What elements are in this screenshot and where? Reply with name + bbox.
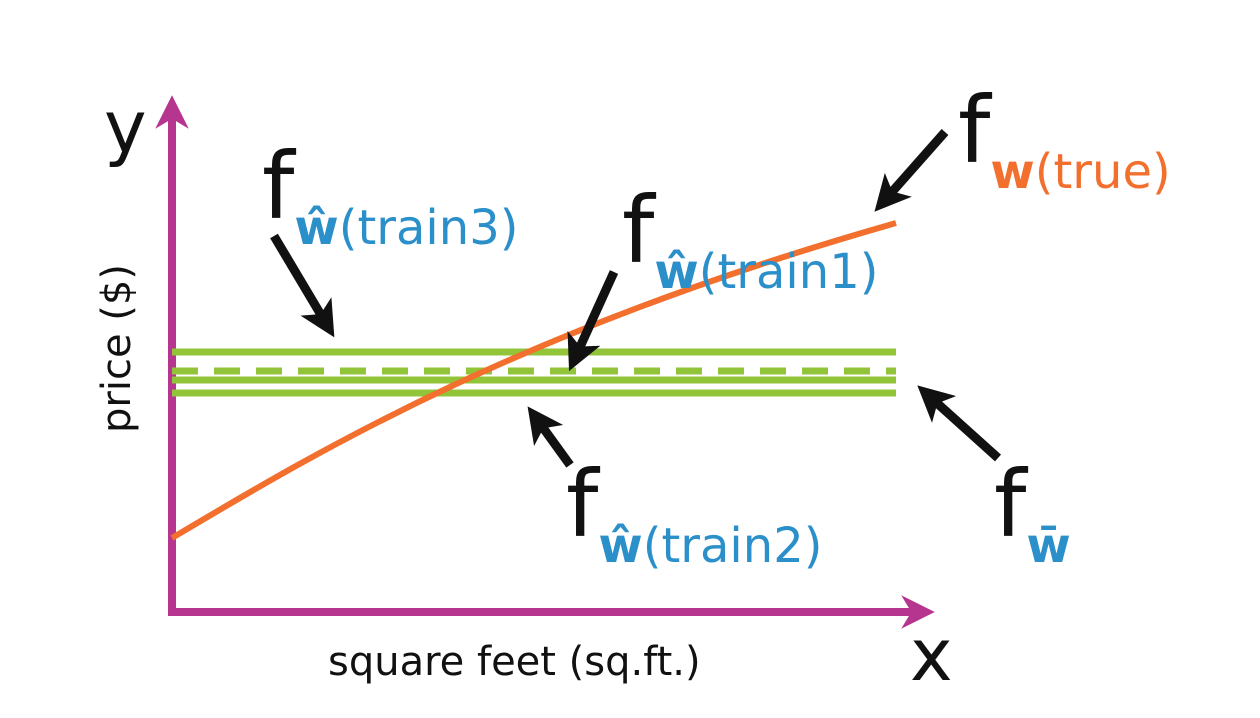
f-symbol: f [262, 133, 297, 240]
avg-w-symbol: w̄ [1026, 518, 1070, 574]
f-symbol: f [622, 177, 657, 284]
label-f-train3: fŵ(train3) [262, 133, 518, 256]
train3-tag: (train3) [339, 200, 519, 256]
x-axis-letter: x [910, 613, 953, 697]
f-symbol: f [566, 451, 601, 558]
train-w-symbol: ŵ [654, 244, 698, 300]
label-f-train2: fŵ(train2) [566, 451, 822, 574]
y-axis-letter: y [104, 85, 147, 169]
train-w-symbol: ŵ [294, 200, 338, 256]
arrow-to-train2 [527, 406, 574, 468]
train2-tag: (train2) [643, 518, 823, 574]
arrow-to-train3 [270, 233, 335, 338]
true-w-symbol: w [990, 144, 1034, 200]
train-w-symbol: ŵ [598, 518, 642, 574]
label-f-train1: fŵ(train1) [622, 177, 878, 300]
label-f-true: fw(true) [958, 77, 1171, 200]
f-symbol: f [958, 77, 993, 184]
true-tag: (true) [1035, 144, 1171, 200]
true-function-curve [170, 220, 897, 541]
arrow-to-average [917, 385, 1002, 462]
train1-tag: (train1) [699, 244, 879, 300]
x-axis-title: square feet (sq.ft.) [328, 639, 701, 685]
label-f-average: fw̄ [994, 451, 1071, 574]
y-axis-title: price ($) [94, 264, 140, 433]
f-symbol: f [994, 451, 1029, 558]
arrow-to-true [874, 129, 949, 212]
arrow-to-train1 [567, 270, 619, 372]
